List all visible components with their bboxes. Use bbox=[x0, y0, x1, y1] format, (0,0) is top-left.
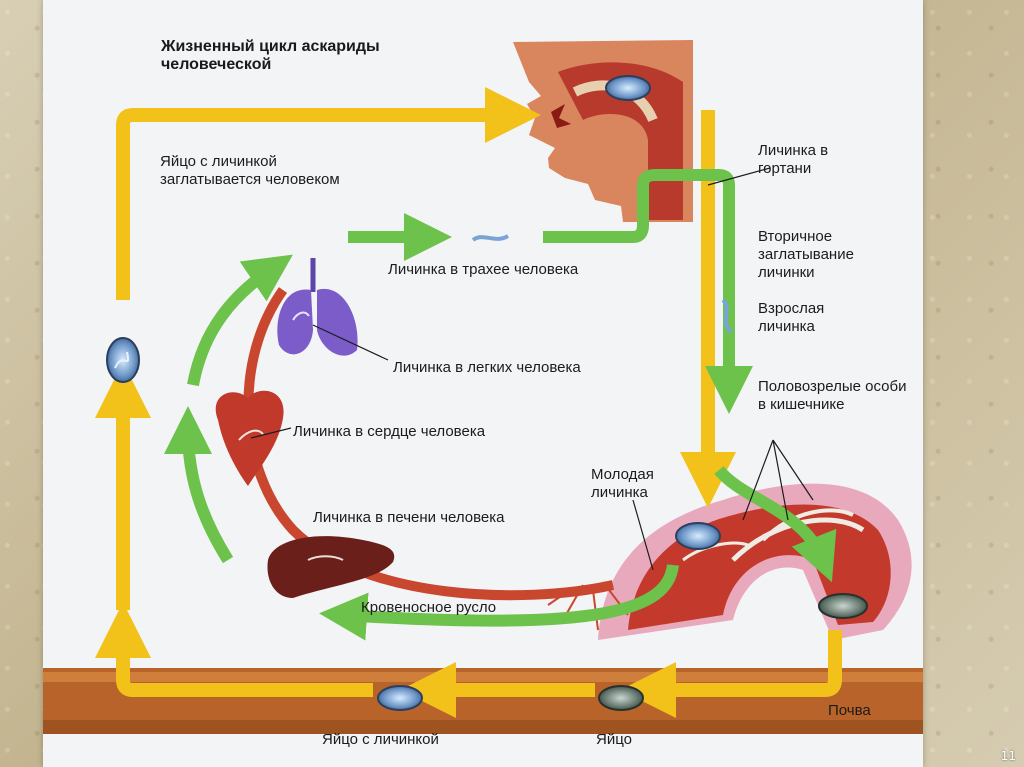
label-egg: Яйцо bbox=[596, 731, 632, 748]
life-cycle-diagram bbox=[43, 40, 923, 734]
label-egg-with-larva: Яйцо с личинкой bbox=[322, 731, 439, 748]
intestine-illustration bbox=[598, 483, 912, 640]
lungs-illustration bbox=[277, 258, 358, 356]
label-larva-heart: Личинка в сердце человека bbox=[293, 423, 486, 440]
label-soil: Почва bbox=[828, 702, 871, 719]
egg-mouth-icon bbox=[605, 75, 651, 101]
egg-soil-right-icon bbox=[598, 685, 644, 711]
label-secondary-swallow: Вторичное заглатывание личинки bbox=[758, 228, 854, 281]
page-number: 11 bbox=[1000, 749, 1016, 763]
adult-larva-icon bbox=[721, 298, 733, 334]
yellow-arrow-path bbox=[95, 87, 842, 718]
label-young-larva: Молодая личинка bbox=[591, 466, 654, 501]
liver-illustration bbox=[267, 536, 395, 598]
label-adult-larva: Взрослая личинка bbox=[758, 300, 825, 335]
green-arrow-path bbox=[164, 169, 837, 641]
heart-illustration bbox=[215, 390, 284, 486]
label-larva-lungs: Личинка в легких человека bbox=[393, 359, 581, 376]
egg-soil-left-icon bbox=[377, 685, 423, 711]
label-egg-swallowed: Яйцо с личинкой заглатывается человеком bbox=[160, 153, 340, 188]
diagram-sheet: Жизненный цикл аскариды человеческой Яйц… bbox=[43, 0, 923, 767]
egg-intestine-icon bbox=[675, 522, 721, 550]
label-larva-trachea: Личинка в трахее человека bbox=[388, 261, 579, 278]
egg-left-icon bbox=[106, 337, 140, 383]
trachea-larva-icon bbox=[471, 234, 510, 242]
label-mature-intestine: Половозрелые особи в кишечнике bbox=[758, 378, 907, 413]
leader-lines bbox=[250, 167, 814, 571]
head-mouth-illustration bbox=[513, 40, 693, 222]
label-bloodstream: Кровеносное русло bbox=[361, 599, 497, 616]
label-larva-liver: Личинка в печени человека bbox=[313, 509, 505, 526]
label-larva-larynx: Личинка в гортани bbox=[758, 142, 829, 177]
soil-layer bbox=[43, 668, 923, 734]
egg-outlet-icon bbox=[818, 593, 868, 619]
diagram-title: Жизненный цикл аскариды человеческой bbox=[161, 38, 380, 73]
